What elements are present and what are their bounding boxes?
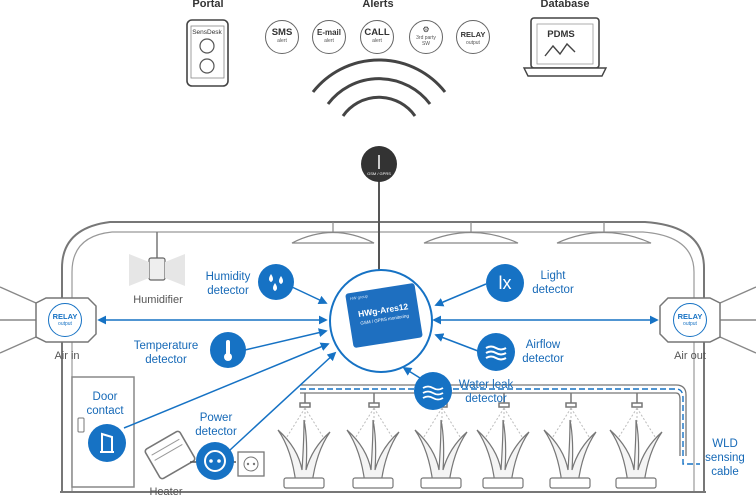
temperature-detector-icon: [210, 332, 246, 368]
door-label-line2: contact: [86, 405, 124, 417]
relay-alert-sub: output: [466, 40, 480, 46]
light-label-line1: Light: [540, 270, 566, 282]
relay-alert-icon: RELAY output: [456, 20, 490, 54]
wld-label-line2: sensing: [705, 452, 745, 464]
water-leak-label-line1: Water leak: [458, 379, 514, 391]
water-leak-detector-label: Water leak detector: [452, 378, 520, 406]
wld-label-line1: WLD: [712, 438, 738, 450]
relay-alert-main: RELAY: [460, 30, 486, 39]
relay-output-right-icon: RELAY output: [673, 303, 707, 337]
humidity-detector-label: Humidity detector: [196, 270, 260, 298]
power-detector-icon: [196, 442, 234, 480]
wld-sensing-cable: [300, 388, 700, 465]
call-alert-icon: CALL alert: [360, 20, 394, 54]
air-out-label: Air out: [674, 350, 706, 362]
antenna-label: GSM / GPRS: [367, 171, 391, 176]
water-leak-label-line2: detector: [465, 393, 507, 405]
humidity-label-line1: Humidity: [205, 271, 251, 283]
light-label-line2: detector: [532, 284, 574, 296]
hwg-ares12-device: HW group HWg-Ares12 GSM / GPRS monitorin…: [345, 282, 423, 349]
relay-right-main: RELAY: [677, 312, 703, 321]
door-label-line1: Door: [92, 391, 118, 403]
temperature-detector-label: Temperature detector: [126, 339, 206, 367]
wld-sensing-cable-label: WLD sensing cable: [700, 437, 750, 479]
grow-lamp: [291, 222, 652, 244]
humidifier-label: Humidifier: [133, 294, 183, 306]
airflow-detector-label: Airflow detector: [514, 338, 572, 366]
email-alert-main: E-mail: [316, 28, 341, 37]
portal-header: Portal: [192, 0, 224, 10]
alerts-header: Alerts: [362, 0, 394, 10]
call-alert-sub: alert: [372, 38, 382, 44]
relay-left-main: RELAY: [52, 312, 78, 321]
power-label-line1: Power: [199, 412, 233, 424]
third-party-sw-icon: ⚙ 3rd party SW: [409, 20, 443, 54]
airflow-label-line2: detector: [522, 353, 564, 365]
door-contact-label: Door contact: [80, 390, 130, 418]
plant-pot: [283, 477, 657, 489]
database-screen-label: PDMS: [547, 29, 574, 40]
connection-lines: [97, 283, 659, 451]
light-detector-icon: lx: [486, 264, 524, 302]
database-header: Database: [540, 0, 590, 10]
third-party-sub: SW: [421, 41, 431, 47]
heater-icon: [144, 430, 196, 480]
temperature-label-line1: Temperature: [133, 340, 199, 352]
gear-icon: ⚙: [422, 25, 430, 34]
greenhouse-outline: [61, 221, 705, 492]
airflow-detector-icon: [477, 333, 515, 371]
humidity-detector-icon: [258, 264, 294, 300]
air-in-arrows: [0, 286, 37, 354]
portal-brand: SensDesk: [192, 29, 222, 36]
sms-alert-icon: SMS alert: [265, 20, 299, 54]
air-in-label: Air in: [54, 350, 80, 362]
light-symbol: lx: [498, 273, 512, 293]
temperature-label-line2: detector: [145, 354, 187, 366]
greenhouse-inner-outline: [71, 231, 695, 492]
power-label-line2: detector: [195, 426, 237, 438]
call-alert-main: CALL: [364, 27, 390, 38]
air-out-arrows: [719, 286, 756, 354]
airflow-label-line1: Airflow: [525, 339, 561, 351]
heater-label: Heater: [149, 486, 183, 498]
email-alert-sub: alert: [324, 38, 334, 44]
third-party-main: 3rd party: [416, 35, 436, 41]
mist-spray: [284, 407, 658, 441]
door-contact-icon: [88, 424, 126, 462]
device-brand: HW group: [349, 293, 369, 302]
antenna-signal-waves: [311, 58, 447, 117]
humidifier-icon: [129, 232, 185, 286]
power-detector-label: Power detector: [186, 411, 246, 439]
wld-label-line3: cable: [711, 466, 739, 478]
sms-alert-sub: alert: [277, 38, 287, 44]
relay-output-left-icon: RELAY output: [48, 303, 82, 337]
relay-right-sub: output: [683, 321, 697, 327]
email-alert-icon: E-mail alert: [312, 20, 346, 54]
sms-alert-main: SMS: [271, 27, 293, 38]
light-detector-label: Light detector: [525, 269, 581, 297]
water-pipe: [300, 384, 687, 456]
water-leak-detector-icon: [414, 372, 452, 410]
relay-left-sub: output: [58, 321, 72, 327]
plant: [277, 419, 663, 485]
wall-socket-icon: [237, 451, 265, 477]
humidity-label-line2: detector: [207, 285, 249, 297]
